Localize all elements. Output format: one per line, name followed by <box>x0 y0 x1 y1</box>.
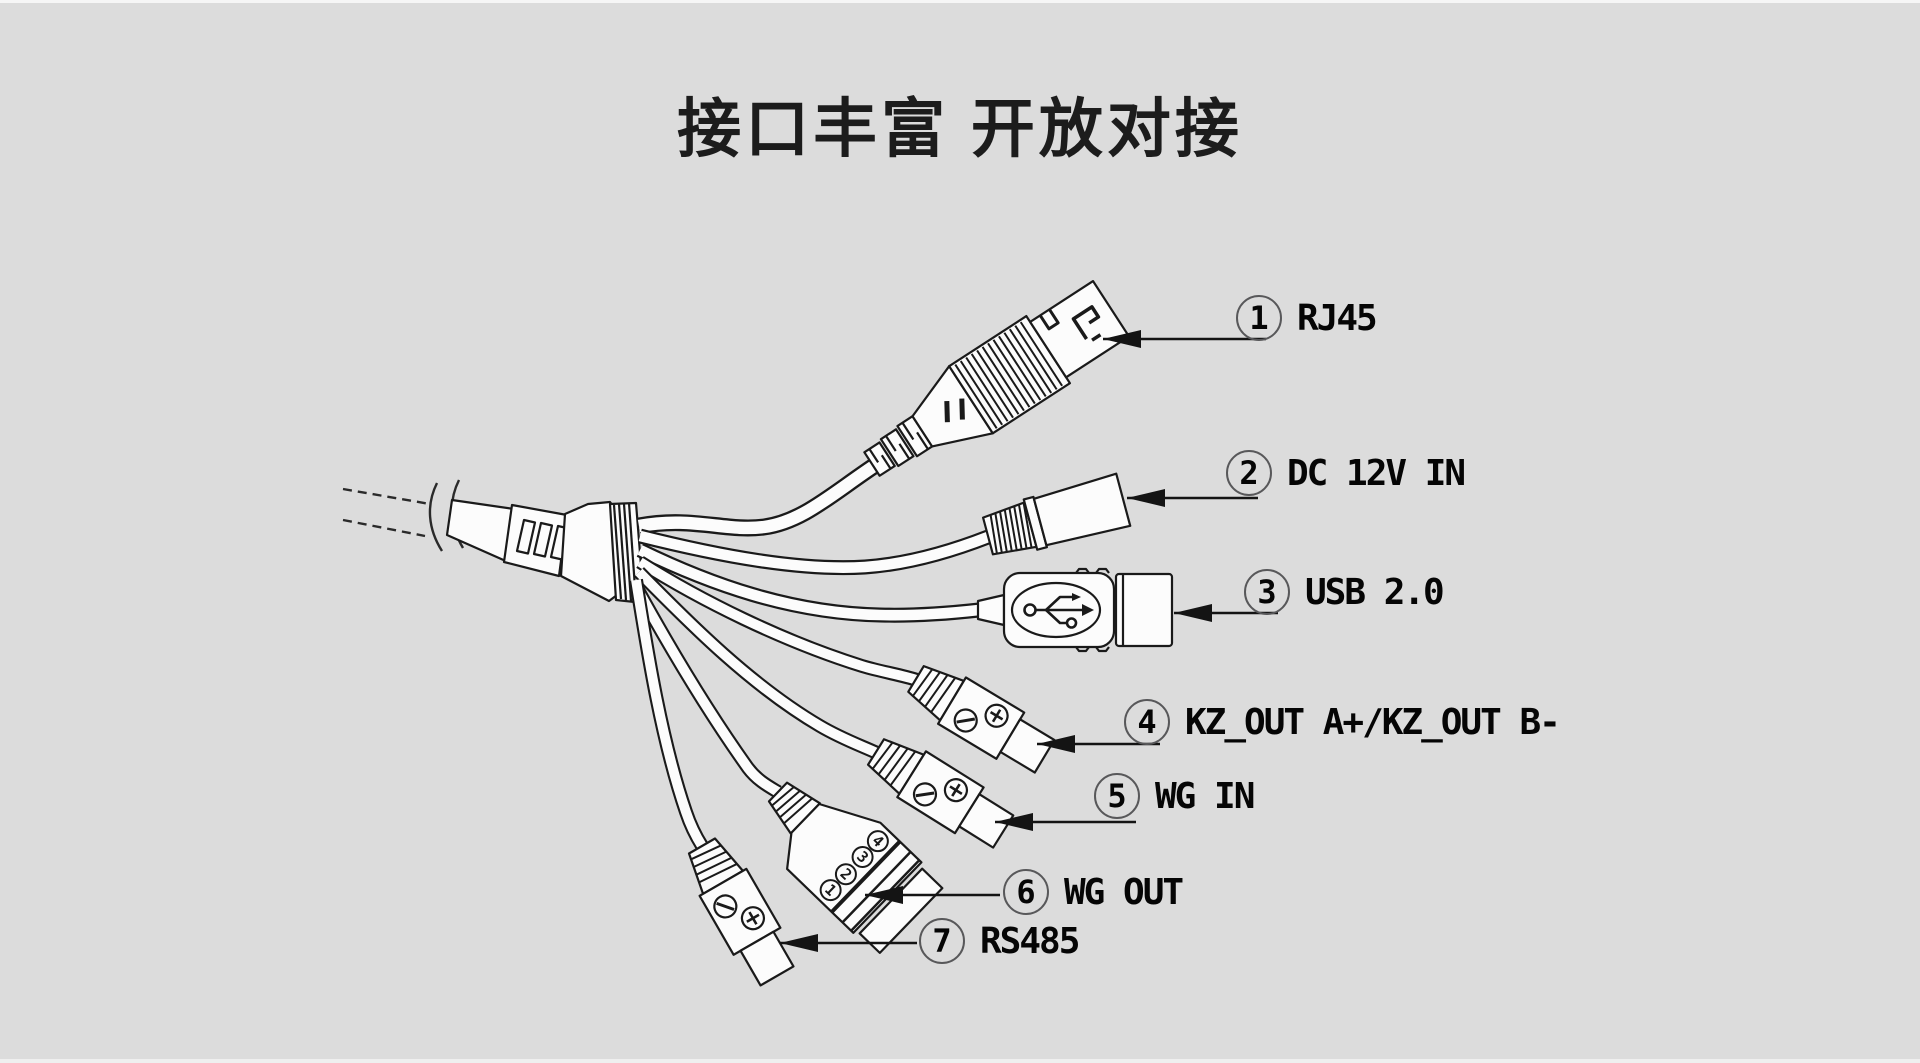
wg-out-pin-4: 4 <box>866 830 889 853</box>
label-wg-out: 6 WG OUT <box>1003 869 1184 915</box>
cable-junction <box>502 500 646 605</box>
connector-dc-12v <box>981 472 1132 556</box>
cable-branch-rs485 <box>629 578 708 850</box>
top-edge-strip <box>0 0 1920 3</box>
leader-rj45 <box>1103 330 1266 348</box>
leader-arrow <box>995 813 1033 831</box>
label-number-circle: 6 <box>1003 869 1049 915</box>
screw-cross-icon <box>984 703 1009 728</box>
screw-slot-icon <box>953 708 978 733</box>
leader-wg-in <box>995 813 1136 831</box>
cable-branch-wg-out <box>631 586 782 799</box>
label-number: 7 <box>932 922 952 960</box>
wg-out-pin-2: 2 <box>834 863 857 886</box>
cable-branch-wg-in <box>634 567 880 760</box>
usb-metal-shell <box>1114 572 1174 648</box>
leader-arrow <box>1174 604 1212 622</box>
usb-logo-icon <box>1023 593 1094 629</box>
leader-rs485 <box>780 934 917 952</box>
leader-arrow <box>1103 330 1141 348</box>
screw-cross-icon <box>740 906 766 931</box>
connector-wg-in <box>866 738 1015 849</box>
label-number-circle: 5 <box>1094 773 1140 819</box>
label-text: RJ45 <box>1297 297 1378 339</box>
label-text: DC 12V IN <box>1287 452 1466 494</box>
leader-wg-out <box>865 886 1000 904</box>
main-cable <box>342 479 646 605</box>
branch-cables <box>629 458 991 850</box>
label-number: 6 <box>1016 873 1036 911</box>
page-title: 接口丰富 开放对接 <box>677 93 1243 165</box>
connector-rs485 <box>687 837 795 987</box>
label-number: 5 <box>1107 777 1127 815</box>
screw-cross-icon <box>943 778 969 803</box>
label-number-circle: 7 <box>919 918 965 964</box>
label-rs485: 7 RS485 <box>919 918 1080 964</box>
label-number-circle: 4 <box>1124 699 1170 745</box>
screw-slot-icon <box>713 894 738 919</box>
wg-out-pin-1: 1 <box>819 879 842 902</box>
label-number-circle: 2 <box>1226 450 1272 496</box>
label-dc-12v: 2 DC 12V IN <box>1226 450 1466 496</box>
leader-arrow <box>865 886 903 904</box>
label-rj45: 1 RJ45 <box>1236 295 1378 341</box>
label-number-circle: 3 <box>1244 569 1290 615</box>
cable-break-marks <box>342 479 465 552</box>
label-text: RS485 <box>980 920 1080 962</box>
wg-out-pins: 4 3 2 1 <box>819 830 889 902</box>
cable-branch-dc <box>638 528 991 576</box>
label-number-circle: 1 <box>1236 295 1282 341</box>
connector-usb <box>976 567 1174 653</box>
leader-lines <box>780 330 1278 952</box>
leader-arrow <box>780 934 818 952</box>
rj45-latch-clip <box>1071 305 1101 340</box>
screw-slot-icon <box>912 782 938 807</box>
label-wg-in: 5 WG IN <box>1094 773 1255 819</box>
label-text: WG OUT <box>1064 871 1184 913</box>
dc-barrel-body <box>1032 472 1132 547</box>
wg-out-pin-3: 3 <box>851 846 874 869</box>
connector-kz-out <box>907 665 1056 774</box>
label-text: KZ_OUT A+/KZ_OUT B- <box>1185 701 1561 743</box>
cable-branch-rj45 <box>637 458 879 537</box>
label-number: 3 <box>1257 573 1277 611</box>
rj45-latch-slot <box>1038 308 1060 331</box>
rj45-boot-ribs <box>954 321 1063 429</box>
label-text: USB 2.0 <box>1305 571 1445 613</box>
dc-thread-ribs <box>989 502 1033 555</box>
cable-branch-kz-out <box>636 556 920 687</box>
bottom-edge-strip <box>0 1059 1920 1063</box>
cable-sleeve <box>445 498 516 564</box>
label-kz-out: 4 KZ_OUT A+/KZ_OUT B- <box>1124 699 1561 745</box>
connector-rj45 <box>863 280 1131 477</box>
leader-arrow <box>1037 735 1075 753</box>
leader-dc-12v <box>1127 489 1258 507</box>
label-number: 4 <box>1137 703 1157 741</box>
cable-branch-usb <box>636 543 980 623</box>
label-text: WG IN <box>1155 775 1255 817</box>
connector-wg-out: 4 3 2 1 <box>767 781 944 954</box>
label-usb: 3 USB 2.0 <box>1244 569 1445 615</box>
label-number: 1 <box>1249 299 1269 337</box>
leader-arrow <box>1127 489 1165 507</box>
label-number: 2 <box>1239 454 1259 492</box>
